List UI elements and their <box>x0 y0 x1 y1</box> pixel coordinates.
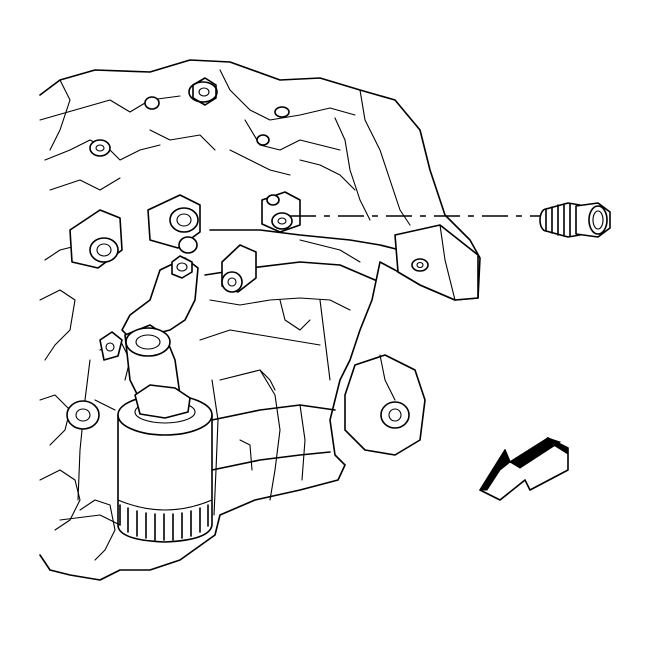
sensor-boss <box>261 191 301 233</box>
oil-gallery-rail <box>204 224 479 301</box>
oil-filter <box>117 384 213 543</box>
engine-block <box>39 59 481 581</box>
front-arrow-icon <box>479 436 569 501</box>
oil-pan-structure <box>59 297 351 526</box>
right-boss <box>344 354 426 456</box>
cylinder-bosses <box>69 194 201 269</box>
oil-filter-adapter <box>99 255 199 406</box>
sensor <box>539 202 611 238</box>
left-lower-boss <box>66 400 100 430</box>
gallery-plug <box>221 244 257 293</box>
upper-bolts <box>89 77 290 157</box>
